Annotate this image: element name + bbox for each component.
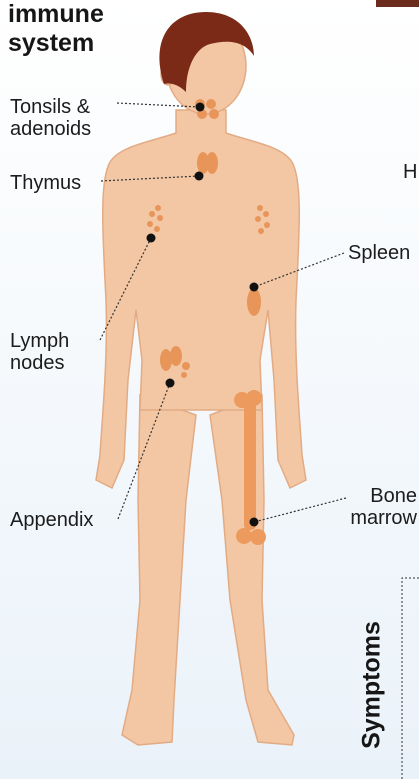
label-lymph-nodes: Lymph nodes <box>10 330 69 374</box>
label-thymus: Thymus <box>10 172 81 194</box>
tonsils-dot <box>196 103 205 112</box>
label-tonsils: Tonsils & adenoids <box>10 96 91 140</box>
label-appendix: Appendix <box>10 509 93 531</box>
title-line-1: immune <box>8 0 104 29</box>
label-lymph-line-2: nodes <box>10 352 69 374</box>
label-spleen: Spleen <box>348 242 410 264</box>
label-bone-marrow: Bone marrow <box>350 485 417 529</box>
label-bone-line-1: Bone <box>350 485 417 507</box>
appendix-dot <box>166 379 175 388</box>
lymph-dot <box>147 234 156 243</box>
top-corner-bar <box>376 0 419 7</box>
symptoms-heading-text: Symptoms <box>358 621 387 749</box>
thymus-dot <box>195 172 204 181</box>
label-bone-line-2: marrow <box>350 507 417 529</box>
bone-dot <box>250 518 259 527</box>
spleen-dot <box>250 283 259 292</box>
label-cut-off: H <box>403 161 417 183</box>
label-tonsils-line-2: adenoids <box>10 118 91 140</box>
label-tonsils-line-1: Tonsils & <box>10 96 91 118</box>
symptoms-heading: Symptoms <box>352 600 392 770</box>
page-title: immune system <box>8 0 104 58</box>
label-lymph-line-1: Lymph <box>10 330 69 352</box>
spleen-icon <box>247 288 261 316</box>
title-line-2: system <box>8 29 104 58</box>
